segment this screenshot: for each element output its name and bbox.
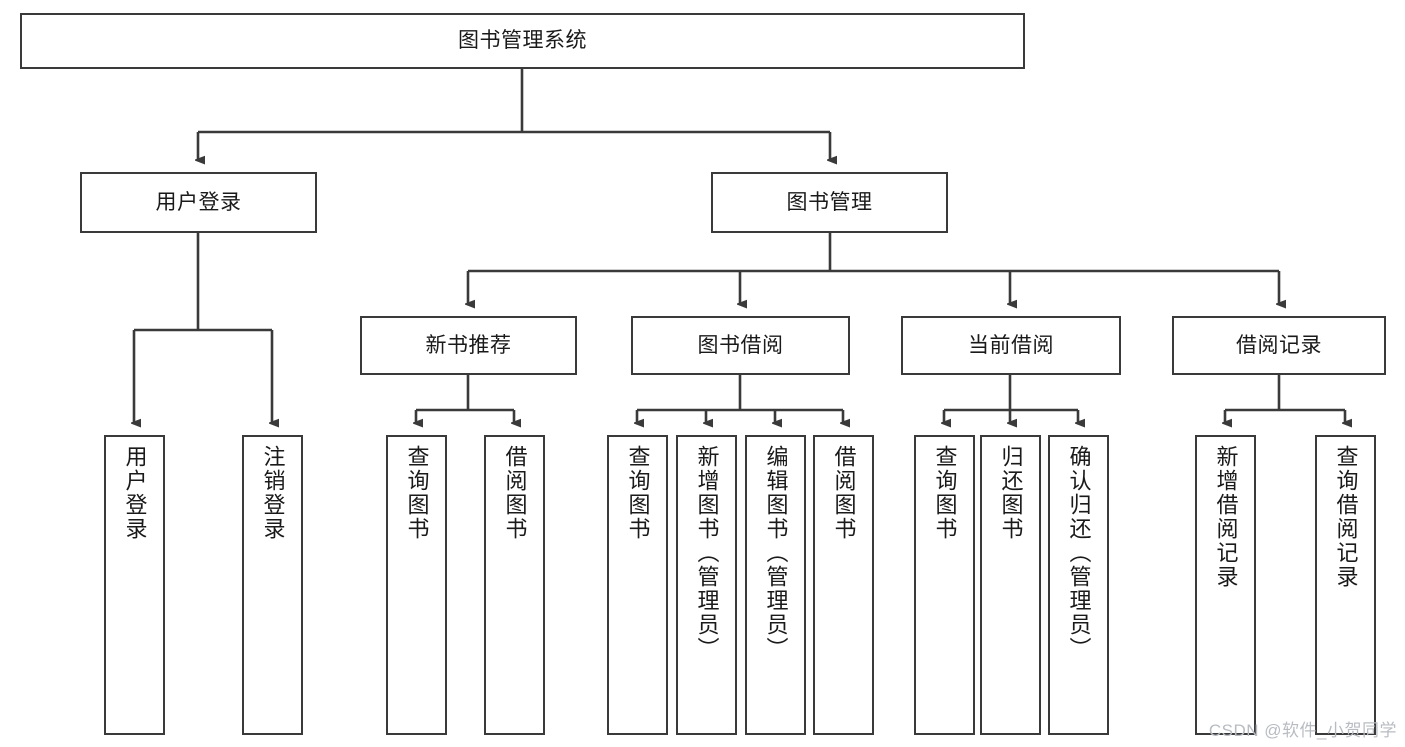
leaf-borrow-edit-book-admin[interactable]: 编辑图书（管理员） bbox=[745, 435, 806, 735]
node-root-system[interactable]: 图书管理系统 bbox=[20, 13, 1025, 69]
node-new-book-recommend[interactable]: 新书推荐 bbox=[360, 316, 577, 375]
node-label: 图书管理 bbox=[786, 190, 873, 214]
node-label: 用户登录 bbox=[155, 190, 242, 214]
node-book-management[interactable]: 图书管理 bbox=[711, 172, 948, 233]
node-borrow-records[interactable]: 借阅记录 bbox=[1172, 316, 1386, 375]
leaf-current-confirm-return-admin[interactable]: 确认归还（管理员） bbox=[1048, 435, 1109, 735]
node-label: 借阅图书 bbox=[831, 445, 857, 541]
node-label: 查询图书 bbox=[932, 445, 958, 541]
node-label: 借阅记录 bbox=[1236, 333, 1322, 357]
leaf-current-query-book[interactable]: 查询图书 bbox=[914, 435, 975, 735]
leaf-records-query-record[interactable]: 查询借阅记录 bbox=[1315, 435, 1376, 735]
node-label: 图书管理系统 bbox=[458, 29, 587, 53]
node-label: 借阅图书 bbox=[502, 445, 528, 541]
node-label: 查询借阅记录 bbox=[1333, 445, 1359, 589]
node-label: 归还图书 bbox=[998, 445, 1024, 541]
node-label: 新增借阅记录 bbox=[1213, 445, 1239, 589]
node-label: 当前借阅 bbox=[968, 333, 1054, 357]
leaf-user-login-logout[interactable]: 注销登录 bbox=[242, 435, 303, 735]
node-label: 确认归还（管理员） bbox=[1066, 445, 1092, 661]
leaf-borrow-borrow-book[interactable]: 借阅图书 bbox=[813, 435, 874, 735]
node-label: 注销登录 bbox=[260, 445, 286, 541]
leaf-borrow-add-book-admin[interactable]: 新增图书（管理员） bbox=[676, 435, 737, 735]
node-label: 图书借阅 bbox=[697, 333, 784, 357]
leaf-recommend-borrow-book[interactable]: 借阅图书 bbox=[484, 435, 545, 735]
leaf-user-login-login[interactable]: 用户登录 bbox=[104, 435, 165, 735]
node-label: 新增图书（管理员） bbox=[694, 445, 720, 661]
node-label: 编辑图书（管理员） bbox=[763, 445, 789, 661]
node-label: 查询图书 bbox=[625, 445, 651, 541]
leaf-recommend-query-book[interactable]: 查询图书 bbox=[386, 435, 447, 735]
node-label: 用户登录 bbox=[122, 445, 148, 541]
node-current-borrow[interactable]: 当前借阅 bbox=[901, 316, 1121, 375]
node-label: 新书推荐 bbox=[425, 333, 512, 357]
node-user-login[interactable]: 用户登录 bbox=[80, 172, 317, 233]
node-label: 查询图书 bbox=[404, 445, 430, 541]
leaf-current-return-book[interactable]: 归还图书 bbox=[980, 435, 1041, 735]
csdn-watermark: CSDN @软件_小贺同学 bbox=[1208, 721, 1397, 740]
node-book-borrow[interactable]: 图书借阅 bbox=[631, 316, 850, 375]
leaf-records-add-record[interactable]: 新增借阅记录 bbox=[1195, 435, 1256, 735]
leaf-borrow-query-book[interactable]: 查询图书 bbox=[607, 435, 668, 735]
